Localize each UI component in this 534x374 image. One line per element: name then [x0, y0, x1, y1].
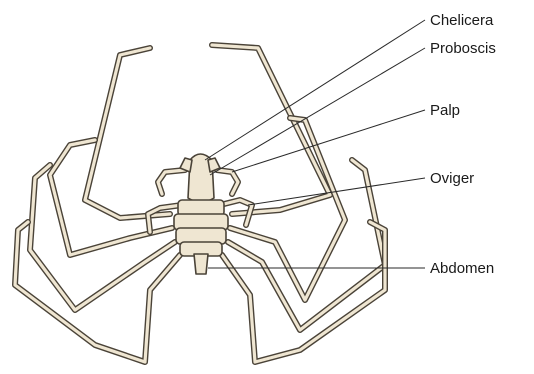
- label-chelicera: Chelicera: [430, 12, 494, 29]
- label-palp: Palp: [430, 102, 460, 119]
- labels: Chelicera Proboscis Palp Oviger Abdomen: [430, 12, 496, 277]
- leg-left-2: [50, 140, 172, 255]
- label-oviger: Oviger: [430, 170, 474, 187]
- label-proboscis: Proboscis: [430, 40, 496, 57]
- abdomen-shape: [194, 254, 208, 274]
- leg-right-1: [212, 45, 330, 214]
- leader-palp: [232, 110, 425, 172]
- label-abdomen: Abdomen: [430, 260, 494, 277]
- leg-left-1: [85, 48, 170, 218]
